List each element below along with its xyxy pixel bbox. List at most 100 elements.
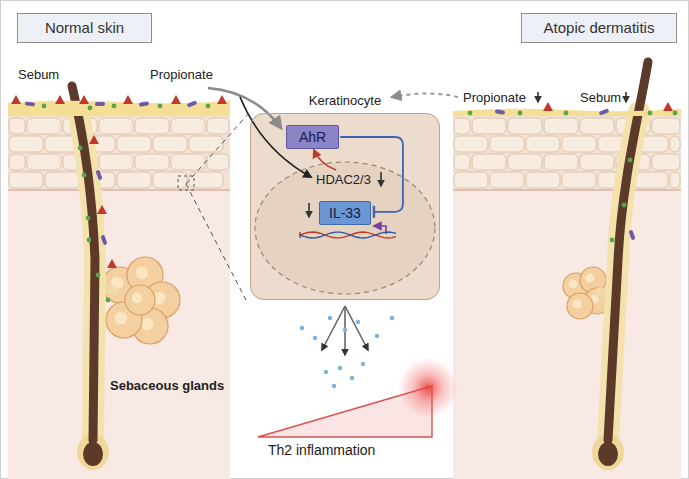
cytokine-dot (356, 320, 360, 324)
inhibition-bar (373, 206, 375, 218)
epidermal-cell (652, 154, 680, 170)
epidermal-cell (207, 118, 229, 134)
node-label: IL-33 (329, 204, 361, 222)
nucleus (255, 162, 435, 294)
epidermal-cell (9, 172, 43, 188)
epidermal-cell (670, 136, 680, 152)
cytokine-dot (390, 316, 394, 320)
epidermal-cell (490, 172, 524, 188)
gland-duct (596, 288, 606, 296)
epidermal-cell (652, 118, 680, 134)
propionate-triangle (171, 95, 181, 104)
reduced-input-arrow (392, 94, 458, 98)
sebocyte (115, 312, 128, 325)
epidermal-cell (9, 118, 25, 134)
microbe-dot (112, 104, 117, 109)
propionate-triangle (97, 205, 107, 214)
basement-membrane (8, 189, 230, 191)
promoter-arrow (374, 226, 386, 234)
dermis (8, 190, 230, 479)
microbe-dot (106, 298, 111, 303)
epidermis (8, 116, 230, 190)
sebocyte (136, 267, 149, 280)
epidermal-cell (472, 154, 506, 170)
dermis (453, 190, 681, 479)
epidermal-cell (580, 118, 614, 134)
decrease-arrow (380, 172, 382, 186)
zoom-line (186, 184, 246, 300)
propionate-triangle (663, 102, 673, 111)
label-holder: Sebaceous glands (110, 378, 224, 393)
epidermal-cell (153, 172, 187, 188)
epidermal-cell (454, 172, 488, 188)
propionate-triangle (217, 95, 227, 104)
decrease-arrow (308, 203, 310, 217)
sebocyte (572, 299, 581, 308)
node-label: Keratinocyte (251, 93, 439, 109)
cytokine-dot (361, 362, 365, 366)
epidermal-cell (454, 136, 488, 152)
node-label: AhR (299, 128, 326, 146)
cytokine-dot (375, 334, 379, 338)
epidermal-cell (27, 154, 61, 170)
cell-body (250, 113, 440, 300)
hair-shaft (608, 62, 648, 440)
propionate-triangle (123, 95, 133, 104)
substance-label: Propionate (463, 90, 526, 105)
lipid-bar (95, 102, 105, 106)
cytokine-dot (332, 384, 336, 388)
node-label: Atopic dermatitis (534, 14, 664, 42)
inflammation-glow (398, 358, 458, 418)
epidermal-cell (562, 172, 596, 188)
substance-label: Sebum (18, 67, 59, 82)
panel-title: Atopic dermatitis (521, 13, 677, 43)
epidermal-cell (189, 136, 223, 152)
node-label: Normal skin (30, 14, 139, 42)
epidermal-cell (580, 154, 614, 170)
structure-label: Sebaceous glands (110, 378, 224, 393)
label-holder: Sebum (18, 67, 59, 82)
label-holder: Propionate (463, 90, 526, 105)
epidermal-cell (454, 118, 470, 134)
substance-label: Sebum (580, 90, 621, 105)
epidermal-cell (634, 172, 668, 188)
enzyme-label: HDAC2/3 (316, 172, 371, 187)
microbe-dot (78, 146, 83, 151)
lipid-bar (495, 109, 506, 115)
skin-panel (8, 86, 230, 479)
cytokine-dot (313, 336, 317, 340)
sebum-layer (8, 101, 230, 116)
epidermal-cell (490, 136, 524, 152)
epidermal-cell (153, 136, 187, 152)
decrease-arrow (537, 92, 539, 102)
decrease-arrow (625, 92, 627, 102)
epidermal-cell (99, 118, 133, 134)
propionate-triangle (543, 102, 553, 111)
epidermal-cell (454, 154, 470, 170)
epidermal-cell (526, 136, 560, 152)
epidermal-cell (508, 118, 542, 134)
epidermal-cell (45, 172, 79, 188)
microbe-dot (42, 104, 47, 109)
skin-panel (453, 62, 681, 479)
cytokine-dot (300, 326, 304, 330)
sebaceous-lobule (567, 293, 593, 319)
microbe-dot (86, 216, 91, 221)
epidermal-cell (9, 136, 43, 152)
epidermal-cell (526, 172, 560, 188)
sebocyte (585, 273, 594, 282)
epidermal-cell (117, 136, 151, 152)
label-holder: Propionate (150, 67, 213, 82)
sebocyte (132, 293, 143, 304)
microbe-dot (518, 111, 523, 116)
substance-label: Propionate (150, 67, 213, 82)
microbe-dot (564, 111, 569, 116)
epidermal-cell (562, 136, 596, 152)
lipid-bar (100, 235, 107, 246)
hair-root (598, 442, 618, 466)
cytokine-dot (338, 366, 342, 370)
lipid-bar (25, 101, 35, 106)
propionate-triangle (79, 95, 89, 104)
